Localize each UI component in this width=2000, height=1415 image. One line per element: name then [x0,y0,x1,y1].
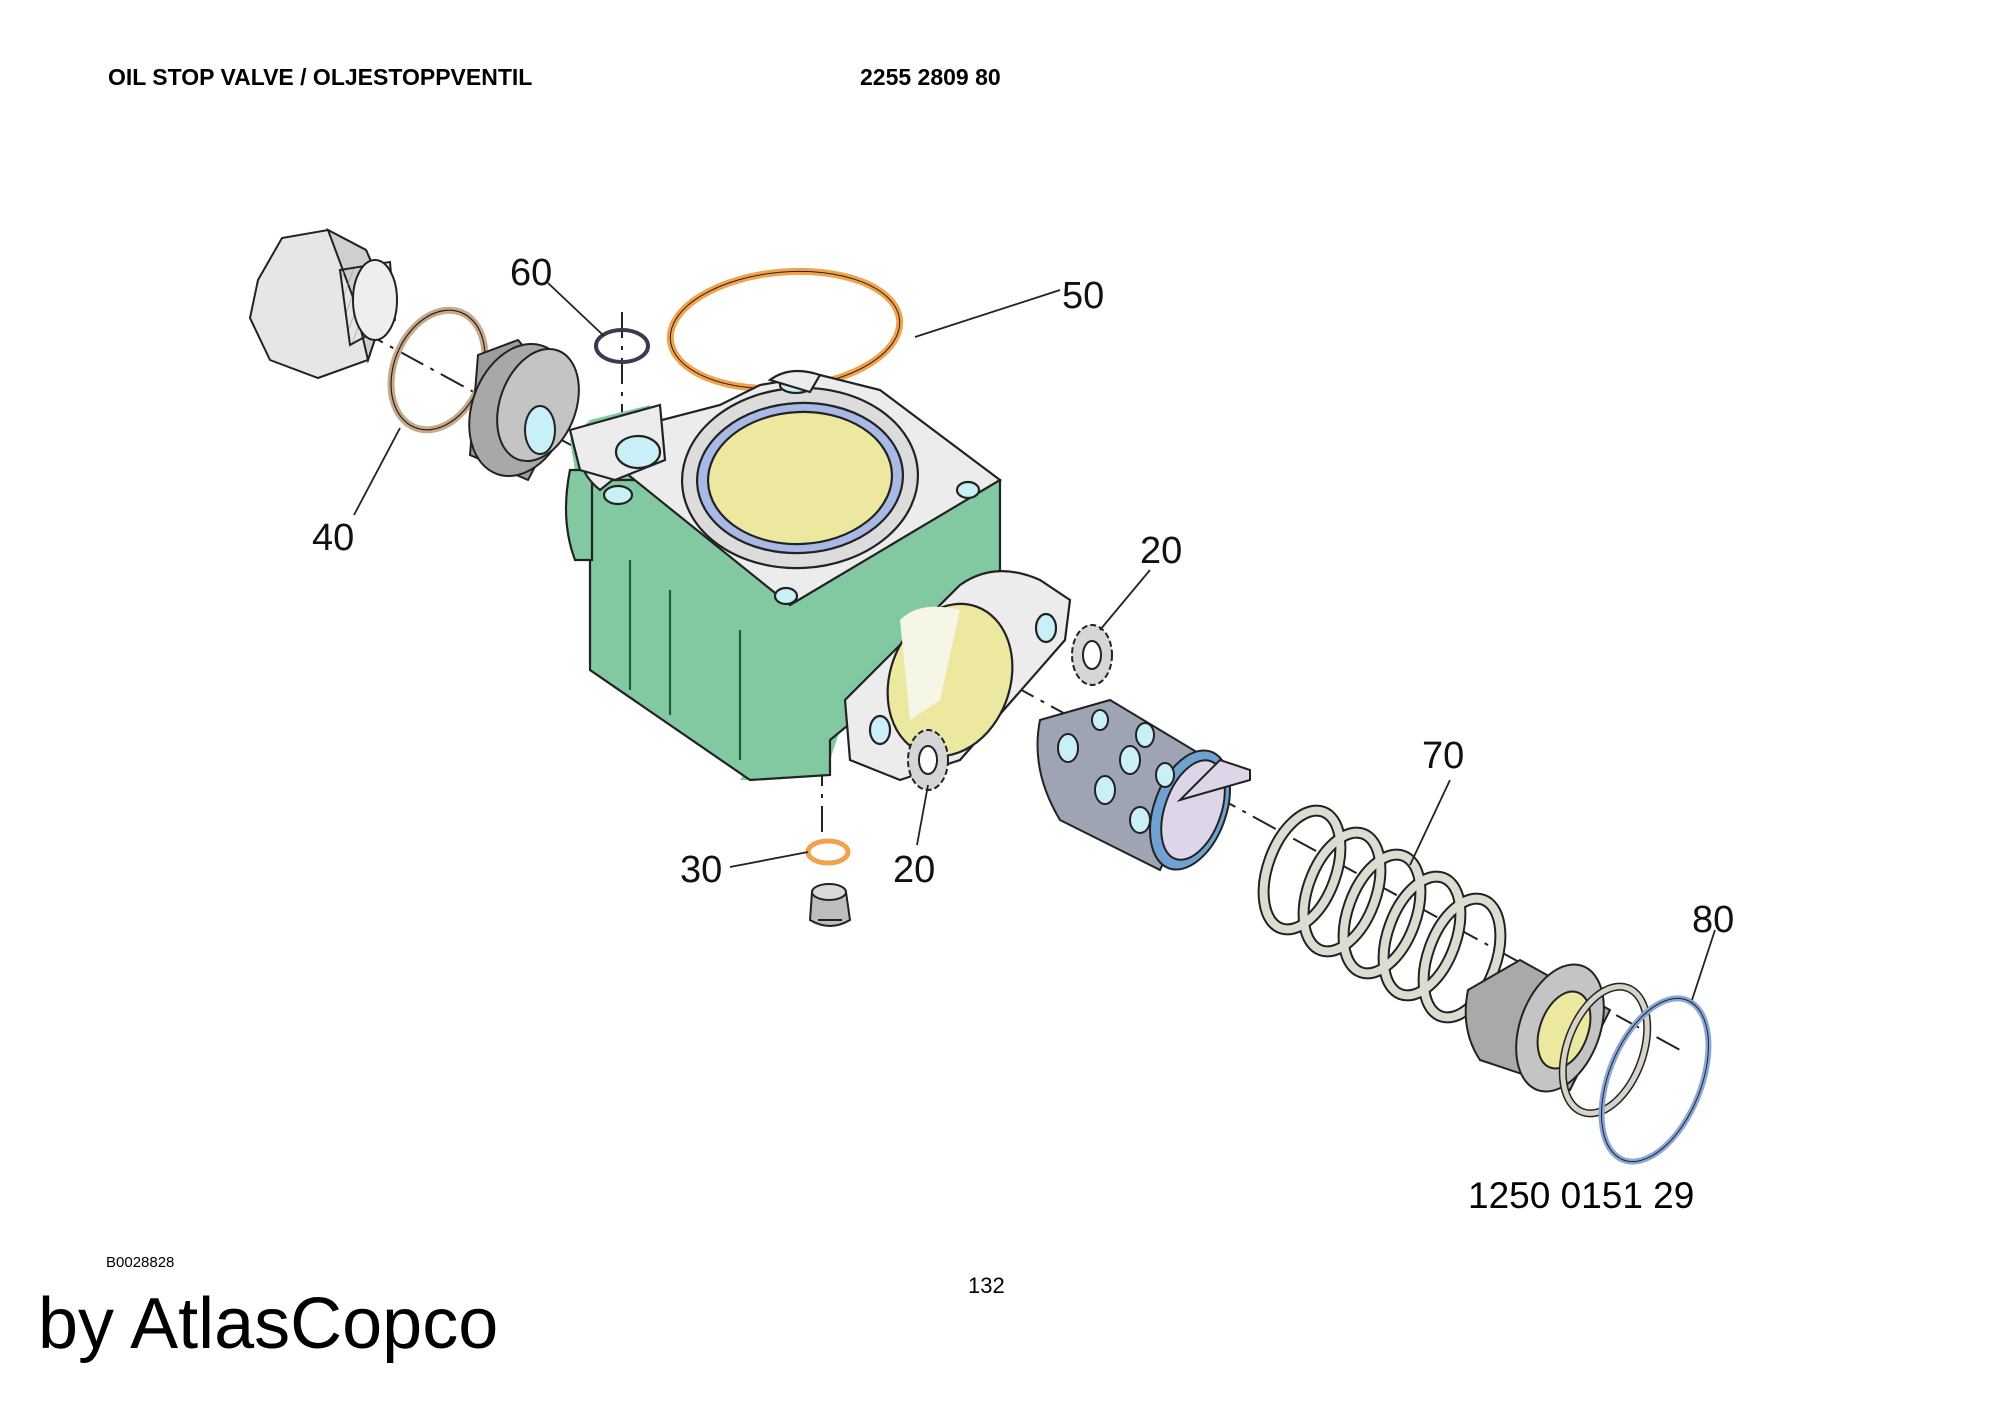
drain-screw [808,883,852,927]
plug-part [248,227,398,380]
lock-washer-bottom [907,729,949,791]
callout-40: 40 [312,517,354,559]
end-cap [1464,958,1612,1093]
drawing-reference: B0028828 [106,1254,175,1271]
page-number: 132 [968,1273,1005,1298]
valve-housing [564,369,1072,782]
lock-washer-top [1071,624,1113,686]
callout-20-bottom: 20 [893,849,935,891]
callout-70: 70 [1422,735,1464,777]
spring-70 [1257,804,1507,1024]
callout-30: 30 [680,849,722,891]
leader-lines [353,282,1716,1001]
page-title: OIL STOP VALVE / OLJESTOPPVENTIL [108,64,533,90]
bushing-part [468,338,580,482]
kit-number: 1250 0151 29 [1468,1175,1695,1216]
callout-50: 50 [1062,275,1104,317]
callout-60: 60 [510,252,552,294]
strainer-basket [1036,698,1251,872]
ring-60 [594,328,650,364]
brand-watermark: by AtlasCopco [38,1284,499,1364]
part-number: 2255 2809 80 [860,64,1001,90]
ring-30 [805,838,851,866]
callout-20-top: 20 [1140,530,1182,572]
callout-80: 80 [1692,899,1734,941]
